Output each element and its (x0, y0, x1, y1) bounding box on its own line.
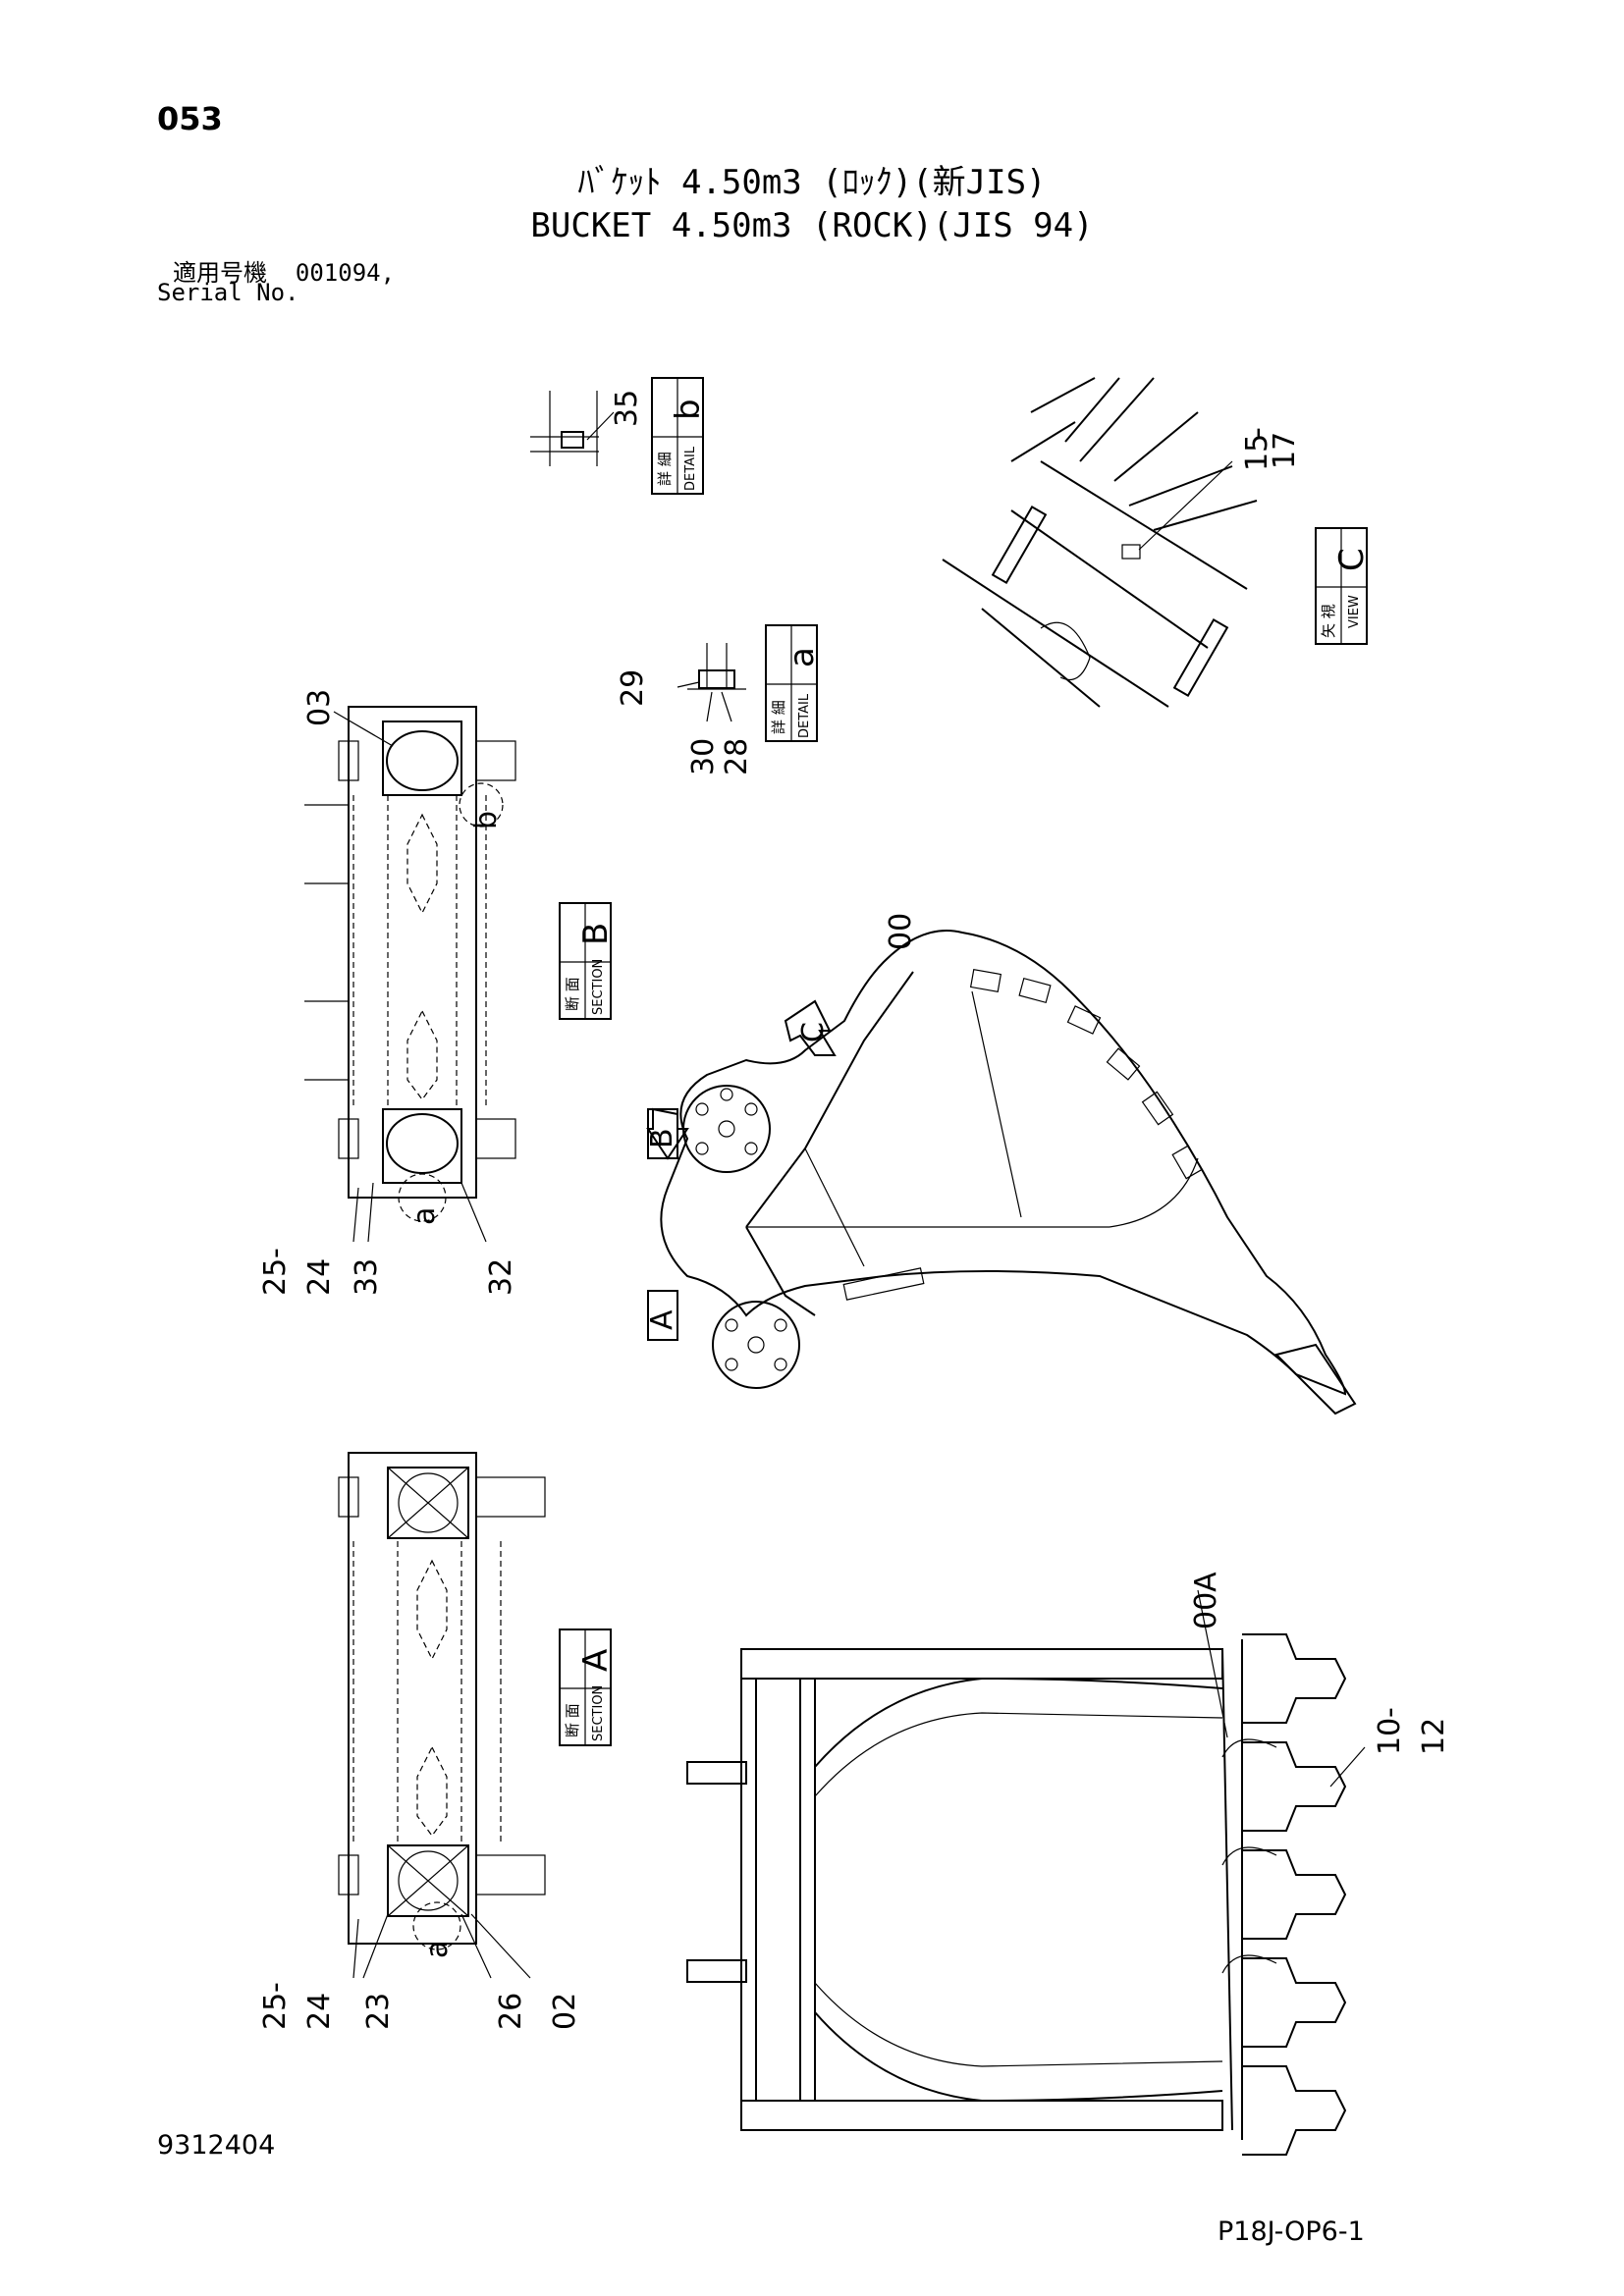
title-english: BUCKET 4.50m3 (ROCK)(JIS 94) (530, 206, 1094, 245)
svg-text:-: - (258, 1982, 293, 1993)
svg-text:VIEW: VIEW (1347, 595, 1362, 628)
section-a-label-box: 断 面 SECTION A (559, 1629, 616, 1746)
callout-b-detail-marker: b (469, 811, 504, 829)
svg-text:24: 24 (302, 1258, 337, 1296)
svg-text:03: 03 (302, 689, 337, 726)
svg-text:30: 30 (686, 738, 721, 775)
callout-23: 23 (361, 1993, 396, 2030)
section-b-arrow: B (645, 1107, 689, 1160)
callout-a-marker-a: a (420, 1941, 455, 1958)
svg-text:28: 28 (720, 738, 754, 775)
callout-10-12: 10 (1373, 1718, 1407, 1755)
bucket-front-view (686, 1639, 1243, 2140)
detail-b-drawing (530, 391, 615, 466)
detail-a-label-box: 詳 細 DETAIL a (765, 624, 822, 742)
svg-text:35: 35 (610, 390, 644, 427)
svg-text:17: 17 (1268, 432, 1302, 469)
svg-text:C: C (1332, 548, 1372, 571)
svg-text:02: 02 (548, 1993, 582, 2030)
svg-text:29: 29 (616, 669, 650, 707)
svg-text:24: 24 (302, 1993, 337, 2030)
svg-text:10: 10 (1373, 1718, 1407, 1755)
svg-text:00A: 00A (1189, 1572, 1223, 1629)
svg-text:B: B (645, 1128, 679, 1148)
svg-text:断 面: 断 面 (564, 1703, 581, 1737)
svg-text:00: 00 (884, 913, 918, 950)
drawing-code: 9312404 (157, 2130, 276, 2161)
section-b-label-box: 断 面 SECTION B (559, 902, 616, 1020)
svg-text:25: 25 (258, 1258, 293, 1296)
section-a-arrow: A (645, 1290, 679, 1341)
view-c-label-box: 矢 視 VIEW C (1315, 527, 1372, 645)
serial-label-en: Serial No. (157, 279, 299, 306)
svg-text:B: B (576, 923, 616, 945)
svg-text:詳 細: 詳 細 (770, 700, 787, 734)
view-c-drawing (942, 377, 1258, 708)
callout-a-marker-b: a (407, 1207, 442, 1225)
callout-03: 03 (302, 689, 337, 726)
svg-text:32: 32 (484, 1258, 518, 1296)
serial-label-jp: 適用号機 (173, 259, 267, 287)
bucket-side-view (660, 930, 1357, 1415)
callout-28: 28 (720, 738, 754, 775)
svg-text:23: 23 (361, 1993, 396, 2030)
serial-value: 001094, (295, 259, 396, 287)
svg-text:b: b (669, 399, 708, 420)
section-b-drawing (304, 706, 516, 1243)
callout-00: 00 (884, 913, 918, 950)
callout-25-24-b: 24 (302, 1258, 337, 1296)
svg-text:A: A (576, 1649, 616, 1672)
callout-30: 30 (686, 738, 721, 775)
detail-b-label-box: 詳 細 DETAIL b (651, 377, 708, 495)
callout-33: 33 (350, 1258, 384, 1296)
serial-line-jp: 適用号機 001094, (173, 253, 395, 288)
svg-text:DETAIL: DETAIL (683, 446, 698, 491)
svg-text:DETAIL: DETAIL (797, 693, 812, 738)
svg-text:A: A (645, 1309, 679, 1330)
svg-text:a: a (407, 1207, 442, 1225)
svg-text:33: 33 (350, 1258, 384, 1296)
title-japanese: ﾊﾞｹｯﾄ 4.50m3 (ﾛｯｸ)(新JIS) (577, 163, 1047, 202)
svg-text:断 面: 断 面 (564, 977, 581, 1011)
callout-35: 35 (610, 390, 644, 427)
page-code: P18J-OP6-1 (1218, 2216, 1365, 2247)
svg-text:-: - (1240, 427, 1274, 438)
svg-text:C: C (796, 1022, 831, 1042)
svg-text:矢 視: 矢 視 (1320, 604, 1337, 638)
svg-text:25: 25 (258, 1993, 293, 2030)
svg-text:-: - (258, 1248, 293, 1258)
bucket-teeth (1197, 1589, 1366, 2156)
svg-text:a: a (420, 1941, 455, 1958)
svg-text:-: - (1373, 1707, 1407, 1718)
detail-a-drawing (677, 643, 746, 722)
page-number: 053 (157, 100, 223, 137)
view-c-arrow: C (784, 999, 837, 1056)
svg-text:15: 15 (1240, 434, 1274, 471)
svg-text:詳 細: 詳 細 (656, 452, 674, 486)
svg-text:SECTION: SECTION (591, 1685, 606, 1741)
callout-15-17: 15 (1240, 434, 1274, 471)
callout-00A: 00A (1189, 1572, 1223, 1629)
svg-text:SECTION: SECTION (591, 959, 606, 1015)
svg-text:26: 26 (494, 1993, 528, 2030)
svg-text:b: b (469, 811, 504, 829)
callout-25-24-a: 24 (302, 1993, 337, 2030)
section-a-drawing (338, 1452, 546, 1979)
svg-text:a: a (783, 647, 822, 667)
callout-29: 29 (616, 669, 650, 707)
callout-32: 32 (484, 1258, 518, 1296)
svg-text:12: 12 (1417, 1718, 1451, 1755)
callout-26: 26 (494, 1993, 528, 2030)
callout-02: 02 (548, 1993, 582, 2030)
